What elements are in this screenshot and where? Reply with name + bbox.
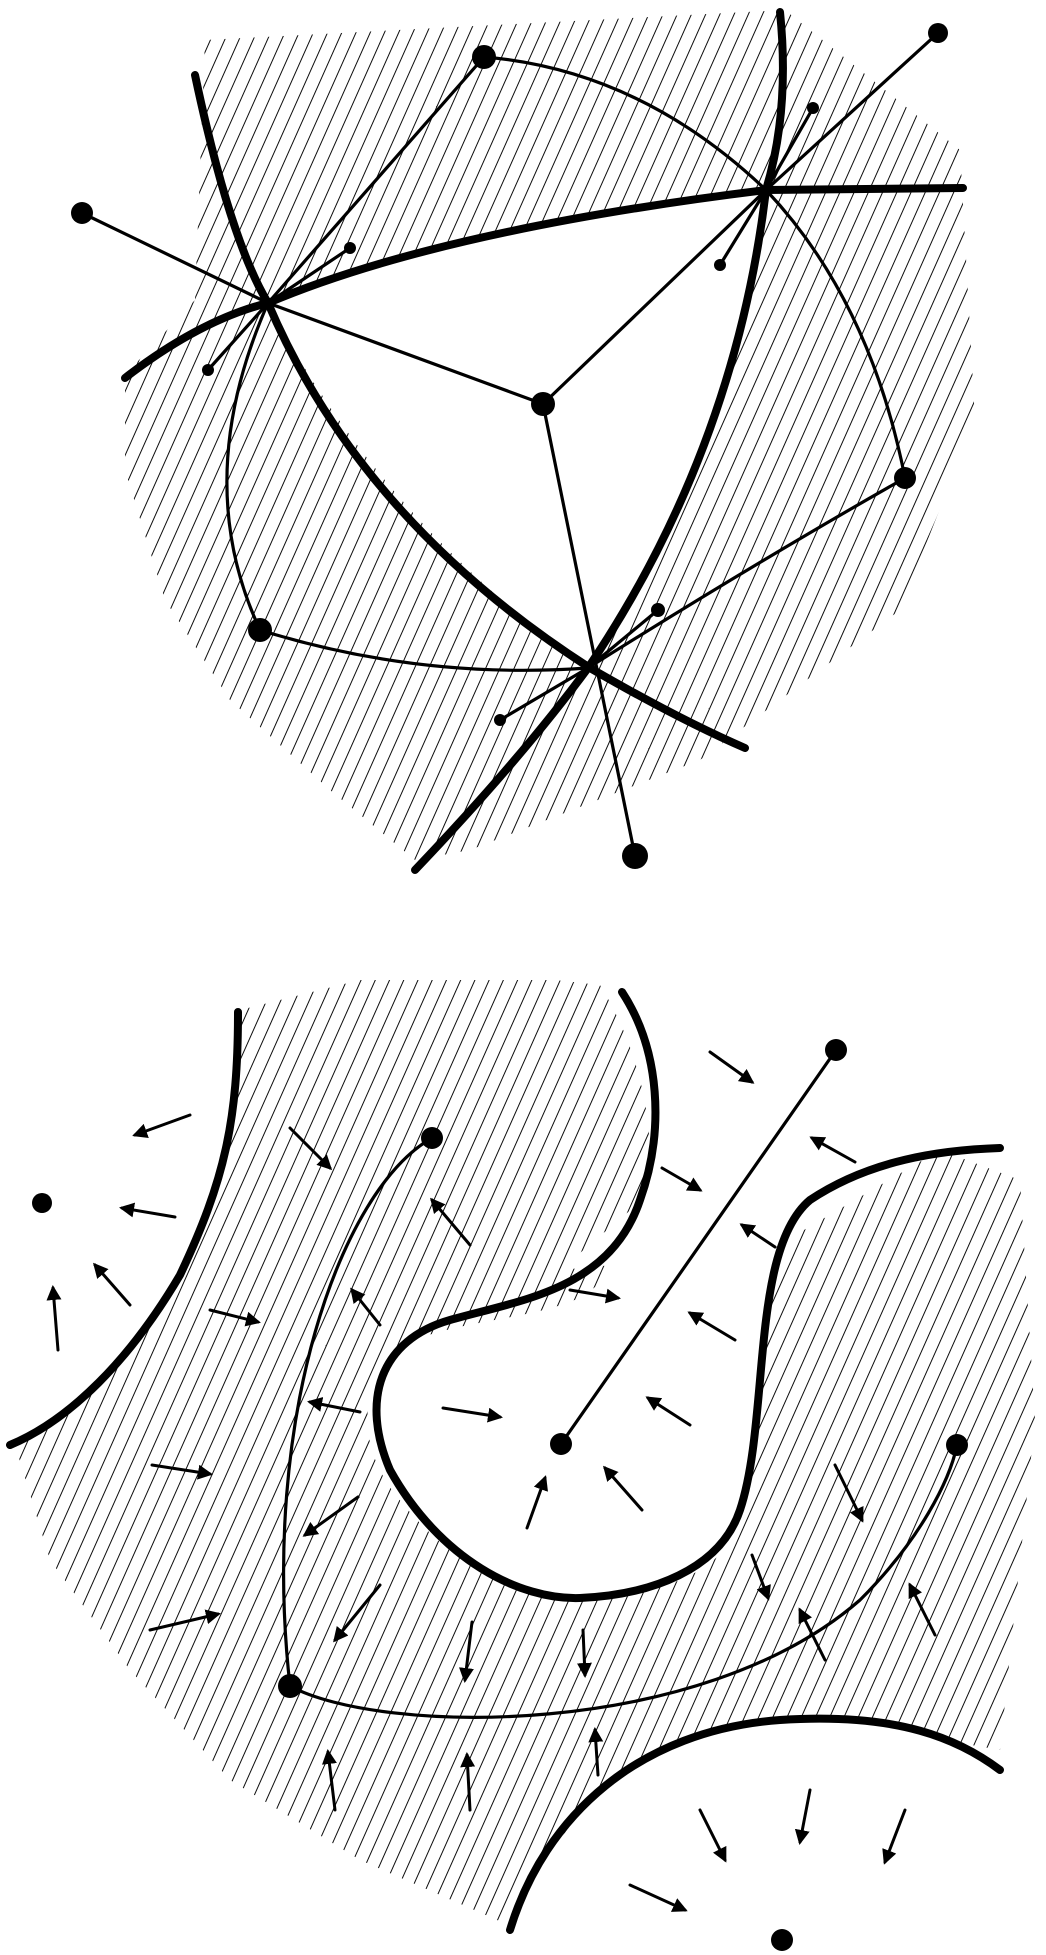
top-hatched-region	[0, 0, 1046, 980]
bottom-figure	[0, 980, 1046, 1955]
top-figure	[0, 0, 1046, 980]
